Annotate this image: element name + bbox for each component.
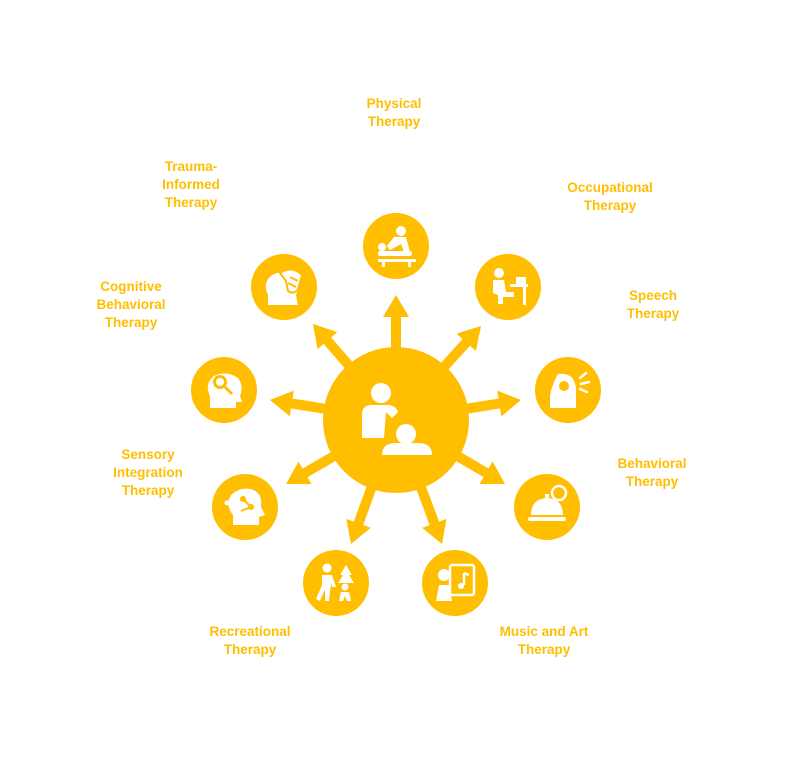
speaking-face-icon <box>550 371 591 408</box>
hand-on-head-icon <box>265 268 304 305</box>
node-behavioral-therapy <box>514 474 580 540</box>
label-speech-therapy: Speech Therapy <box>626 288 680 321</box>
node-trauma-therapy <box>251 254 317 320</box>
node-cognitive-therapy <box>191 357 257 423</box>
massage-table-icon <box>378 226 416 267</box>
center-hub <box>323 347 469 493</box>
label-cognitive-behavioral-therapy: Cognitive Behavioral Therapy <box>96 279 166 330</box>
head-magnifier-icon <box>207 373 242 408</box>
label-music-and-art-therapy: Music and Art Therapy <box>499 624 589 657</box>
label-trauma-informed-therapy: Trauma- Informed Therapy <box>162 159 220 210</box>
person-at-desk-icon <box>493 268 528 305</box>
caregiver-with-child-icon <box>362 383 432 455</box>
node-speech-therapy <box>535 357 601 423</box>
walking-outdoors-icon <box>316 563 354 601</box>
label-recreational-therapy: Recreational Therapy <box>209 624 291 657</box>
head-network-icon <box>224 488 265 525</box>
node-occupational-therapy <box>475 254 541 320</box>
label-occupational-therapy: Occupational Therapy <box>567 180 653 213</box>
reception-bell-icon <box>528 484 568 521</box>
node-physical-therapy <box>363 213 429 279</box>
label-sensory-integration-therapy: Sensory Integration Therapy <box>113 447 183 498</box>
center-circle <box>323 347 469 493</box>
node-music-art-therapy <box>422 550 488 616</box>
label-physical-therapy: Physical Therapy <box>366 96 422 129</box>
nodes-layer <box>191 213 601 616</box>
label-behavioral-therapy: Behavioral Therapy <box>617 456 687 489</box>
music-board-icon <box>436 563 476 601</box>
node-recreational-therapy <box>303 550 369 616</box>
node-sensory-therapy <box>212 474 278 540</box>
